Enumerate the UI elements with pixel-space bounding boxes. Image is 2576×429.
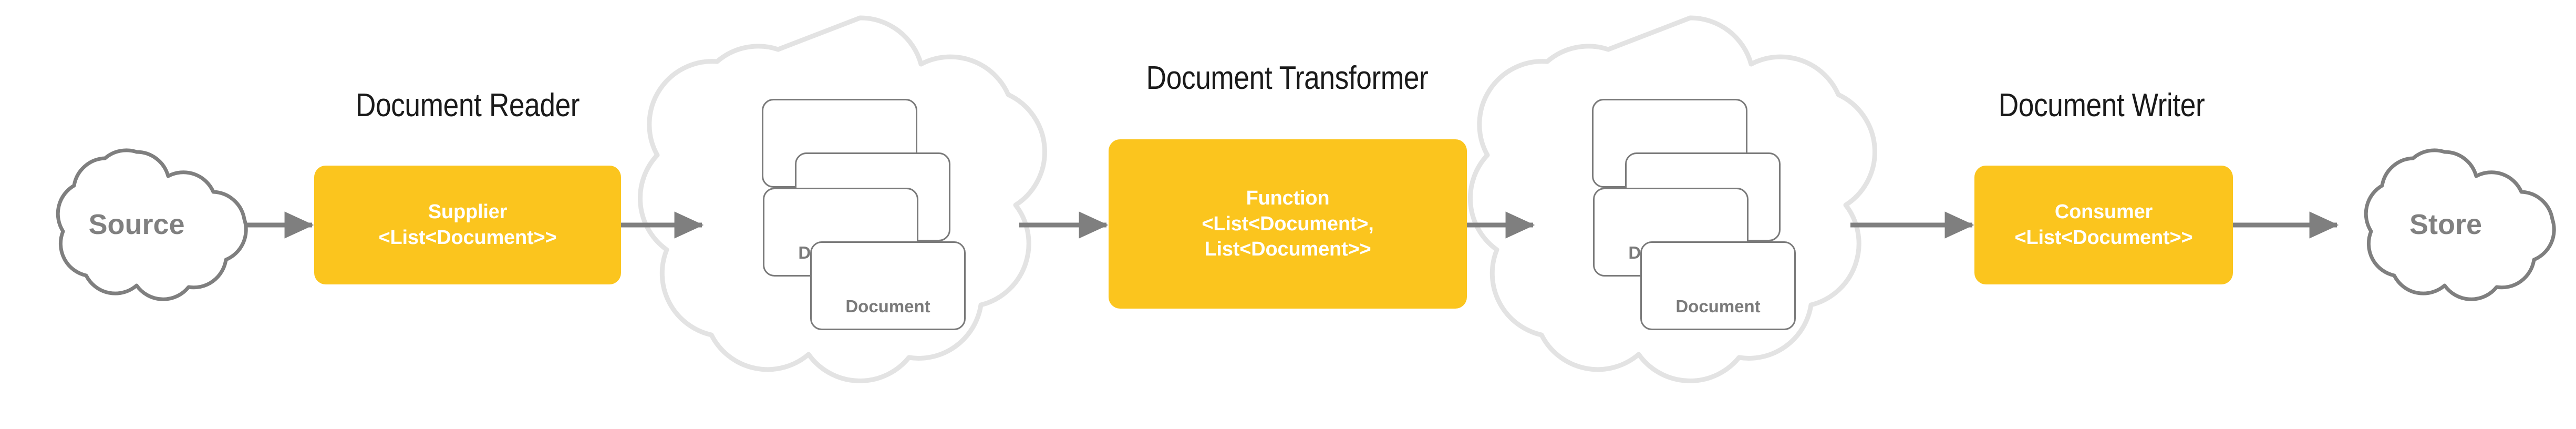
stage-title-document-reader: Document Reader [355, 87, 580, 124]
document-card[interactable]: Document [1640, 241, 1796, 330]
store-cloud-label: Store [2409, 209, 2482, 240]
document-card[interactable]: Document [810, 241, 966, 330]
block-function-line-1: Function [1246, 187, 1330, 210]
document-card-label: Document [845, 297, 930, 316]
block-supplier[interactable]: Supplier <List<Document>> [314, 166, 621, 284]
source-cloud-label: Source [88, 209, 185, 240]
block-consumer-line-2: <List<Document>> [2014, 227, 2193, 249]
block-function-line-3: List<Document>> [1204, 238, 1371, 261]
block-supplier-line-2: <List<Document>> [378, 227, 557, 249]
block-function-line-2: <List<Document>, [1202, 212, 1374, 235]
block-supplier-line-1: Supplier [428, 201, 508, 223]
block-function[interactable]: Function <List<Document>, List<Document>… [1109, 139, 1467, 309]
stage-title-document-writer: Document Writer [1998, 87, 2205, 124]
stage-title-document-transformer: Document Transformer [1146, 60, 1429, 96]
document-card-label: Document [1675, 297, 1761, 316]
block-consumer[interactable]: Consumer <List<Document>> [1974, 166, 2233, 284]
block-consumer-line-1: Consumer [2054, 201, 2153, 223]
